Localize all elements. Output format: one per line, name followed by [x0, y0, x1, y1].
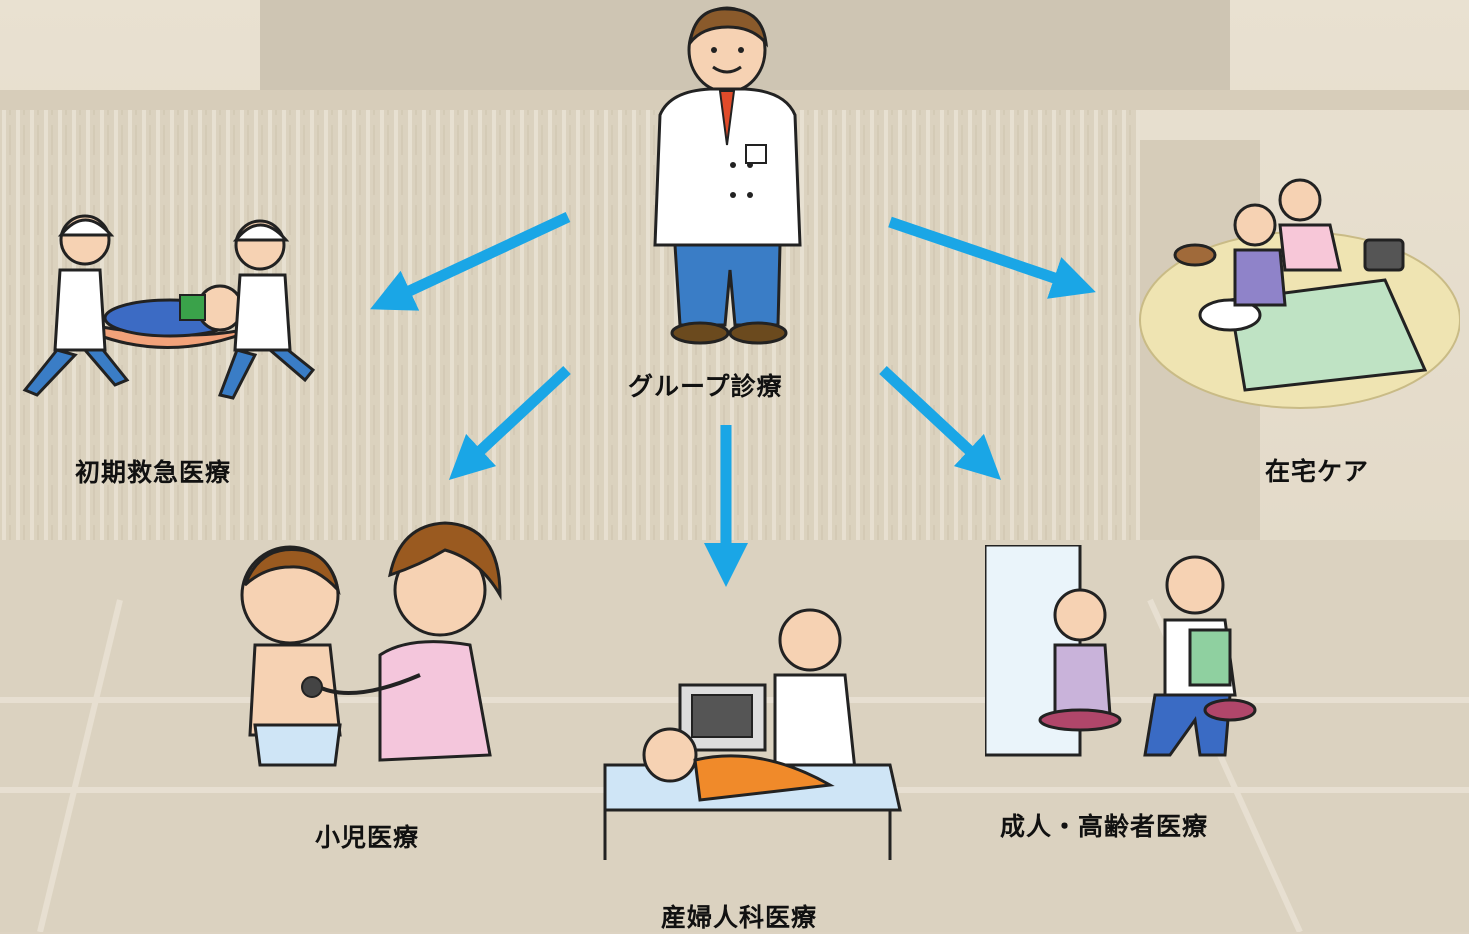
arrow-to-homecare: [888, 216, 1096, 299]
pediatric-exam-icon: [240, 521, 502, 767]
pediatrics-label: 小児医療: [315, 823, 420, 852]
emergency-label: 初期救急医療: [75, 458, 232, 487]
arrow-to-pediatrics: [448, 365, 571, 480]
ultrasound-icon: [603, 608, 902, 860]
adult-label: 成人・高齢者医療: [1000, 812, 1209, 841]
stretcher-icon: [22, 214, 316, 400]
arrow-to-emergency: [370, 212, 571, 311]
elderly-consult-icon: [985, 545, 1257, 757]
obstetrics-label: 産婦人科医療: [661, 903, 818, 932]
homecare-label: 在宅ケア: [1265, 457, 1370, 486]
home-care-icon: [1139, 178, 1460, 409]
arrow-to-adult: [879, 365, 1002, 480]
center-label: グループ診療: [628, 372, 783, 401]
doctor-icon: [653, 6, 802, 345]
